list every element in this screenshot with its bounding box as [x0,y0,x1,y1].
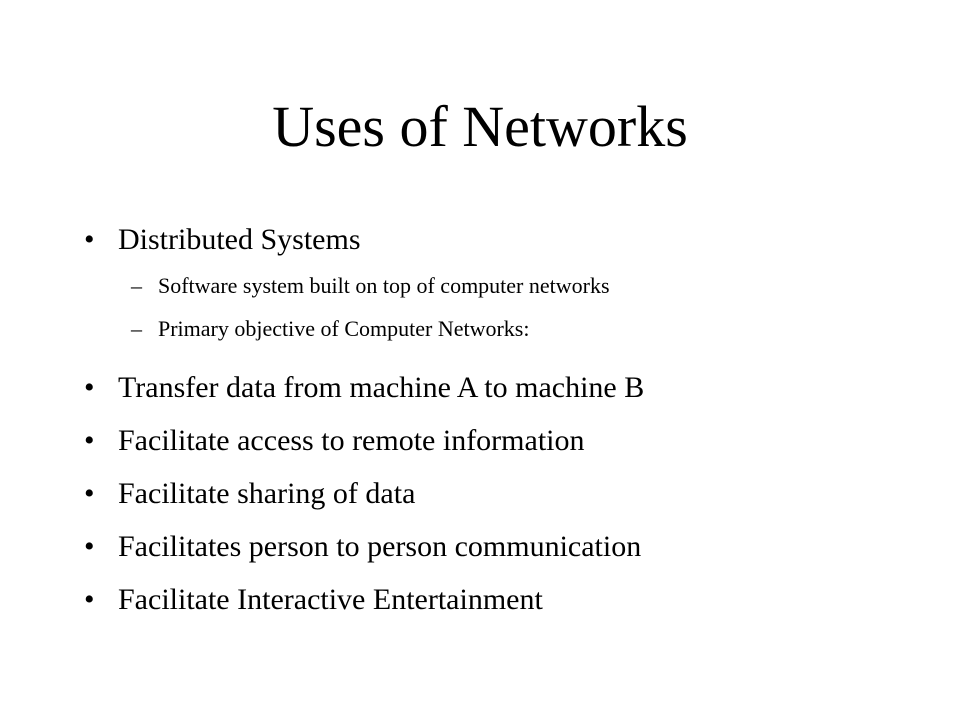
list-item: • Transfer data from machine A to machin… [84,364,924,412]
list-item-text: Facilitate access to remote information [118,424,585,457]
list-item-text: Transfer data from machine A to machine … [118,371,645,404]
spacer [84,350,924,364]
sub-list-item-text: Primary objective of Computer Networks: [158,316,530,341]
list-item: • Facilitate sharing of data [84,470,924,518]
list-item: • Facilitate access to remote informatio… [84,417,924,465]
slide-title: Uses of Networks [272,94,688,159]
list-item: • Facilitates person to person communica… [84,523,924,571]
bullet-list: • Distributed Systems – Software system … [84,216,924,624]
bullet-marker: • [84,371,95,404]
bullet-marker: • [84,583,95,616]
list-item-text: Facilitates person to person communicati… [118,530,642,563]
list-item: • Facilitate Interactive Entertainment [84,576,924,624]
bullet-marker: • [84,223,95,256]
sub-list-item: – Software system built on top of comput… [84,264,924,307]
list-item: • Distributed Systems [84,216,924,264]
dash-marker: – [131,316,142,341]
list-item-text: Distributed Systems [118,223,361,256]
sub-list-item-text: Software system built on top of computer… [158,273,610,298]
list-item-text: Facilitate sharing of data [118,477,416,510]
bullet-marker: • [84,530,95,563]
sub-list-item: – Primary objective of Computer Networks… [84,307,924,350]
bullet-marker: • [84,477,95,510]
list-item-text: Facilitate Interactive Entertainment [118,583,543,616]
dash-marker: – [131,273,142,298]
bullet-marker: • [84,424,95,457]
